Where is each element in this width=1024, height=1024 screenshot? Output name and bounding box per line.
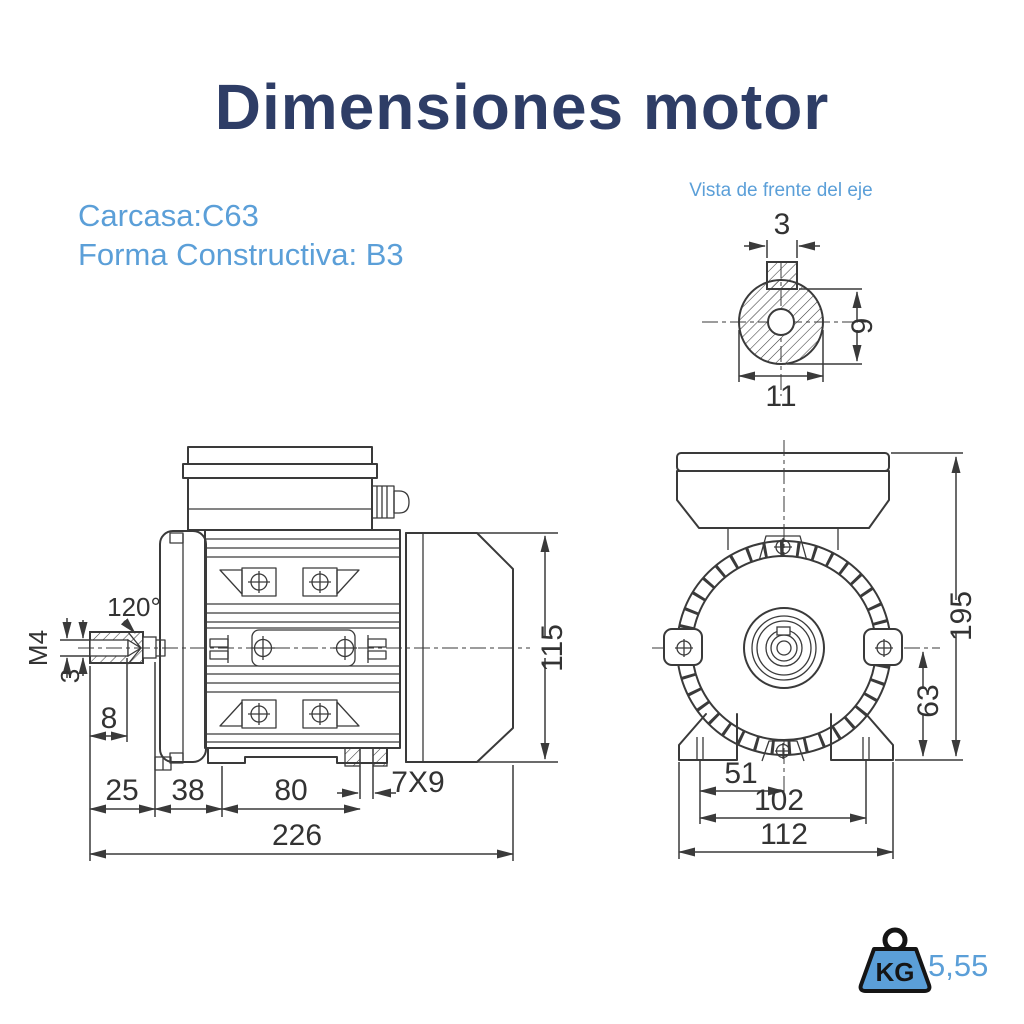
cable-gland xyxy=(371,485,395,519)
right-ear xyxy=(863,628,903,666)
front-key-slot xyxy=(776,626,791,636)
key-height-dimension: 9 xyxy=(846,318,879,335)
weight-icon: KG xyxy=(858,927,932,993)
thread-dimension: M4 xyxy=(23,630,53,666)
front-shaft-boss xyxy=(743,607,825,689)
shaft-diameter-dimension: 11 xyxy=(765,380,796,413)
spec-forma-constructiva: Forma Constructiva: B3 xyxy=(78,237,404,272)
cooling-fins xyxy=(205,538,400,743)
shaft-front-view: 3 9 11 xyxy=(702,208,879,413)
shaft-length-dimension: 25 xyxy=(105,774,138,807)
terminal-box xyxy=(182,446,410,531)
foot-spacing-dimension: 80 xyxy=(274,774,307,807)
key-depth-dimension: 3 xyxy=(55,669,85,683)
key-width-dimension: 3 xyxy=(774,208,791,241)
weight-unit: KG xyxy=(876,957,915,987)
lower-mounting-lugs xyxy=(219,699,360,729)
total-height-dimension: 195 xyxy=(945,591,978,641)
foot-slot-dimension: 7X9 xyxy=(391,766,444,799)
motor-front-view: 195 63 51 102 112 xyxy=(652,440,978,859)
spec-carcasa: Carcasa:C63 xyxy=(78,198,259,233)
axis-height-dimension: 63 xyxy=(912,684,945,717)
total-length-dimension: 226 xyxy=(272,819,322,852)
front-feet xyxy=(678,713,894,761)
shield-length-dimension: 38 xyxy=(171,774,204,807)
motor-side-view: M4 3 120° 8 115 25 38 80 xyxy=(23,446,569,861)
body-height-dimension: 115 xyxy=(536,624,569,672)
foot-hole-span-dimension: 102 xyxy=(754,784,804,817)
foot-width-dimension: 112 xyxy=(760,818,808,851)
front-terminal-box xyxy=(676,452,890,550)
shaft-view-label: Vista de frente del eje xyxy=(689,180,873,201)
center-hole xyxy=(767,308,795,336)
left-ear xyxy=(663,628,703,666)
mounting-feet xyxy=(154,747,388,771)
key-slot xyxy=(766,261,798,290)
tap-angle-dimension: 120° xyxy=(107,592,161,622)
motor-specs: Carcasa:C63 Forma Constructiva: B3 xyxy=(78,196,404,274)
half-foot-span-dimension: 51 xyxy=(724,757,757,790)
weight-value: 5,55 xyxy=(928,948,989,983)
upper-mounting-lugs xyxy=(219,567,360,597)
nameplate xyxy=(205,627,400,667)
tap-depth-dimension: 8 xyxy=(101,702,118,735)
weight-body xyxy=(858,947,932,993)
page-title: Dimensiones motor xyxy=(214,71,830,143)
